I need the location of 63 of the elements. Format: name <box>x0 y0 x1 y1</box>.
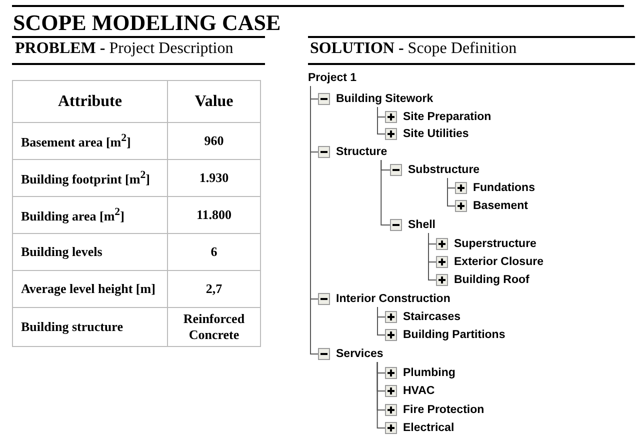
item-label: Interior Construction <box>336 293 450 305</box>
tree-item <box>318 144 388 160</box>
item-label: Shell <box>408 219 436 231</box>
item-label: Services <box>336 348 384 360</box>
table-cell: Basement area [m$^{2}$] <box>12 122 168 160</box>
section-heading: SOLUTION - Scope Definition <box>310 40 517 58</box>
table-cell: Reinforced Concrete <box>168 308 260 346</box>
table-cell: 6 <box>168 234 260 270</box>
item-label: Site Utilities <box>403 128 469 140</box>
tree-item <box>318 291 450 307</box>
tree-item <box>385 383 435 399</box>
page-title: SCOPE MODELING CASE <box>13 10 281 36</box>
tree-connector <box>380 160 390 226</box>
item-label: Substructure <box>408 164 480 176</box>
column-header: Attribute <box>12 80 168 122</box>
tree-item <box>385 327 506 343</box>
table-cell: 960 <box>168 122 260 160</box>
tree-item <box>436 254 544 270</box>
tree-connector <box>447 178 456 206</box>
table-cell: Building structure <box>12 308 168 346</box>
item-label: Structure <box>336 146 388 158</box>
item-label: Basement <box>473 200 528 212</box>
tree-item <box>436 272 530 288</box>
tree-item <box>385 109 492 125</box>
tree-connector <box>377 106 386 134</box>
table-cell: Building levels <box>12 234 168 270</box>
tree-connector <box>377 306 386 336</box>
tree-connector <box>376 362 386 428</box>
tree-item <box>390 217 436 233</box>
item-label: Building Partitions <box>403 329 506 341</box>
tree-connector <box>428 232 436 280</box>
tree-item <box>385 309 461 325</box>
tree-item <box>385 420 454 436</box>
table-cell: 11.800 <box>168 196 260 234</box>
item-label: Superstructure <box>454 238 536 250</box>
table-cell: Building footprint [m$^{2}$] <box>12 160 168 196</box>
item-label: Exterior Closure <box>454 256 544 268</box>
table-cell: Average level height [m] <box>12 270 168 308</box>
item-label: Staircases <box>403 311 461 323</box>
tree-item <box>455 198 528 214</box>
tree-connector <box>310 86 318 354</box>
table-cell: 1.930 <box>168 160 260 196</box>
section-heading: PROBLEM - Project Description <box>15 40 234 58</box>
item-label: Fundations <box>473 182 535 194</box>
tree-item <box>318 91 434 107</box>
column-header: Value <box>168 80 260 122</box>
item-label: Plumbing <box>403 367 456 379</box>
table-cell: 2,7 <box>168 270 260 308</box>
item-label: Building Sitework <box>336 93 434 105</box>
tree-item <box>385 402 484 418</box>
item-label: Electrical <box>403 422 454 434</box>
tree-item <box>385 126 469 142</box>
tree-item <box>436 236 536 252</box>
item-label: Building Roof <box>454 274 530 286</box>
tree-item <box>455 180 535 196</box>
tree-item <box>318 346 384 362</box>
tree-item <box>390 162 480 178</box>
item-label: Fire Protection <box>403 404 484 416</box>
item-label: Site Preparation <box>403 111 492 123</box>
item-label: HVAC <box>403 385 435 397</box>
table-cell: Building area [m$^{2}$] <box>12 196 168 234</box>
item-label: Project 1 <box>308 72 357 84</box>
tree-item <box>385 365 456 381</box>
